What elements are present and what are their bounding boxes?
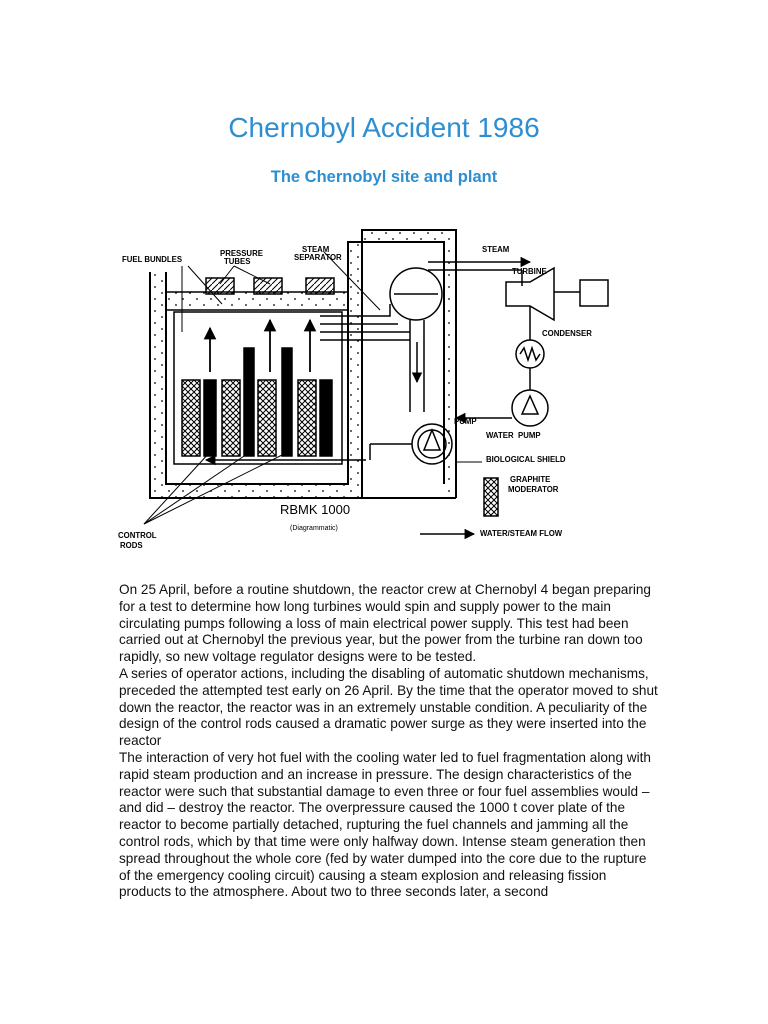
- steam-line: [428, 256, 532, 286]
- label-control: CONTROL: [118, 531, 157, 540]
- paragraph: The interaction of very hot fuel with th…: [119, 749, 651, 900]
- label-steam-separator-1: STEAM: [302, 245, 329, 254]
- label-rods: RODS: [120, 541, 143, 550]
- label-graphite: GRAPHITE: [510, 475, 550, 484]
- steam-separator: [389, 267, 443, 412]
- label-biological-shield: BIOLOGICAL SHIELD: [486, 455, 566, 464]
- label-moderator: MODERATOR: [508, 485, 559, 494]
- label-pressure-tubes-1: PRESSURE: [220, 249, 263, 258]
- label-steam: STEAM: [482, 245, 509, 254]
- section-subtitle: The Chernobyl site and plant: [270, 168, 498, 186]
- label-rbmk: RBMK 1000: [280, 502, 350, 517]
- graphite-moderator-blocks: [181, 379, 317, 457]
- turbine: [505, 266, 609, 322]
- label-pump-right: PUMP: [518, 431, 541, 440]
- label-pressure-tubes-2: TUBES: [224, 257, 250, 266]
- label-water: WATER: [486, 431, 514, 440]
- feedwater-pump: [454, 389, 549, 427]
- rbmk-reactor-diagram: FUEL BUNDLES PRESSURE TUBES STEAM SEPARA…: [118, 229, 609, 550]
- paragraph: A series of operator actions, including …: [119, 665, 658, 749]
- label-condenser: CONDENSER: [542, 329, 592, 338]
- label-flow: WATER/STEAM FLOW: [480, 529, 563, 538]
- page-title: Chernobyl Accident 1986: [228, 112, 540, 143]
- label-pump-left: PUMP: [454, 417, 477, 426]
- main-circulation-pump: [204, 423, 453, 466]
- pressure-tube-caps: [205, 277, 335, 295]
- paragraph: On 25 April, before a routine shutdown, …: [119, 582, 651, 665]
- label-steam-separator-2: SEPARATOR: [294, 253, 342, 262]
- article-body: On 25 April, before a routine shutdown, …: [119, 582, 659, 901]
- label-fuel-bundles: FUEL BUNDLES: [122, 255, 182, 264]
- steam-pipes: [320, 304, 410, 341]
- condenser: [515, 306, 545, 390]
- label-diagrammatic: (Diagrammatic): [290, 525, 338, 532]
- label-turbine: TURBINE: [512, 267, 547, 276]
